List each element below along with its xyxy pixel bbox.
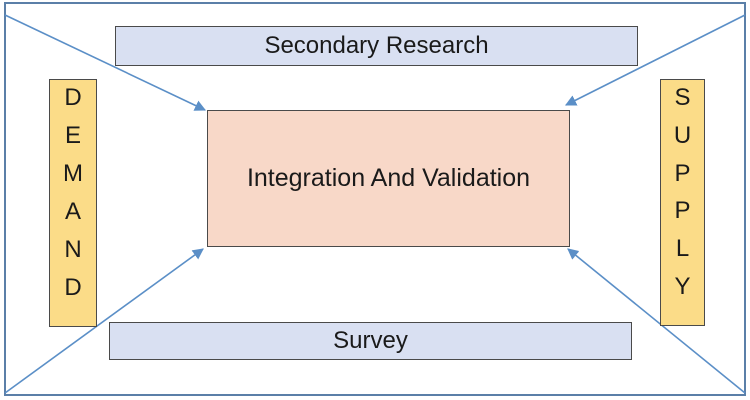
supply-box: S U P P L Y — [660, 79, 705, 326]
demand-letter: D — [64, 274, 82, 301]
arrow-bottom-right — [567, 248, 746, 394]
demand-letter: A — [64, 198, 81, 225]
demand-letter: N — [64, 236, 82, 263]
demand-letter: M — [63, 160, 83, 187]
supply-letter: P — [674, 197, 691, 225]
integration-validation-box: Integration And Validation — [207, 110, 570, 247]
demand-letter: E — [64, 122, 81, 149]
supply-letter: L — [675, 235, 690, 263]
supply-letter: U — [673, 121, 692, 149]
secondary-research-box: Secondary Research — [115, 26, 638, 66]
demand-letter: D — [64, 84, 82, 111]
arrow-top-left — [4, 14, 207, 111]
arrow-bottom-left — [4, 248, 204, 394]
supply-letter: S — [674, 84, 691, 111]
supply-letter: P — [674, 159, 691, 187]
demand-box: D E M A N D — [49, 79, 97, 327]
outer-frame — [4, 2, 746, 396]
arrow-top-right — [564, 14, 746, 106]
survey-box: Survey — [109, 322, 632, 360]
supply-letter: Y — [674, 272, 691, 300]
